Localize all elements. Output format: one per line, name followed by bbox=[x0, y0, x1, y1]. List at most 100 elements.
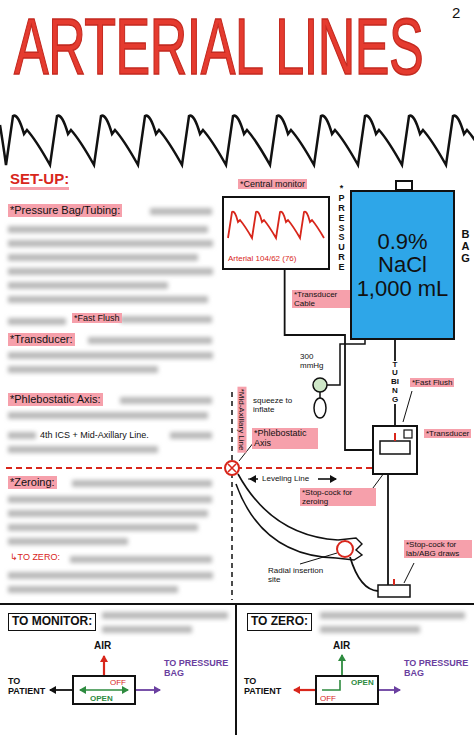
node-text: OPEN bbox=[351, 678, 374, 687]
blurred-text-row bbox=[8, 226, 208, 233]
flow-arrow bbox=[50, 689, 72, 691]
blurred-text-row bbox=[320, 612, 465, 619]
blurred-text-row bbox=[88, 337, 212, 344]
label-text: 4th ICS + Mid-Axillary Line. bbox=[40, 430, 149, 440]
saline-bag: 0.9% NaCl 1,000 mL bbox=[350, 190, 455, 340]
arterial-waveform bbox=[0, 116, 474, 165]
blurred-text-row bbox=[102, 626, 192, 633]
patient-tubing bbox=[387, 475, 389, 585]
patient-tubing bbox=[350, 557, 378, 591]
node-text: OFF bbox=[110, 678, 126, 687]
label-text: *Stop-cock for zeroing bbox=[300, 488, 376, 506]
edge-label: TUBING bbox=[391, 361, 399, 405]
fast-flush-tab bbox=[404, 430, 412, 438]
blurred-text-row bbox=[120, 316, 212, 323]
drawing-part bbox=[300, 553, 337, 564]
blurred-text-row bbox=[8, 496, 212, 503]
label-text: ↳TO ZERO: bbox=[10, 552, 60, 562]
insertion-site-marker bbox=[337, 541, 353, 557]
stopcock-handle bbox=[393, 579, 395, 585]
node-text: Arterial 104/62 (76) bbox=[228, 254, 324, 263]
label-text: SET-UP: bbox=[10, 170, 69, 190]
drawing-part bbox=[404, 563, 414, 583]
stopcock-box: OPEN OFF bbox=[315, 675, 379, 705]
label-text: BAG bbox=[460, 228, 471, 264]
blurred-text-row bbox=[8, 524, 198, 531]
blurred-text-row bbox=[102, 612, 228, 619]
blurred-text-row bbox=[120, 397, 212, 404]
label-text: *Phlebostatic Axis bbox=[252, 428, 318, 449]
blurred-text-row bbox=[8, 268, 213, 275]
node-text: TO MONITOR: bbox=[8, 613, 96, 631]
leveling-line bbox=[6, 467, 372, 469]
label-text: Radial insertion site bbox=[268, 566, 332, 584]
label-text: squeeze to inflate bbox=[253, 396, 307, 414]
label-text: 300 mmHg bbox=[300, 352, 334, 370]
label-text: TO PRESSURE BAG bbox=[404, 658, 470, 679]
drawing-part bbox=[403, 391, 412, 422]
label-text: 2 bbox=[452, 4, 460, 21]
bulb-tube bbox=[327, 340, 365, 385]
label-text: *Pressure Bag/Tubing: bbox=[8, 204, 122, 217]
blurred-text-row bbox=[8, 510, 208, 517]
zeroing-stopcock bbox=[380, 441, 410, 454]
blurred-text-row bbox=[8, 318, 66, 325]
label-text: AIR bbox=[333, 640, 350, 652]
leader-lines bbox=[239, 300, 414, 583]
bulb-neck bbox=[319, 392, 321, 398]
label-text: TO PATIENT bbox=[8, 676, 50, 697]
node-text: *Central monitor bbox=[238, 179, 307, 189]
phlebostatic-cross bbox=[228, 464, 236, 472]
blurred-text-row bbox=[8, 538, 128, 545]
blurred-text bbox=[8, 208, 465, 633]
stopcock-box: OFF OPEN bbox=[72, 675, 136, 705]
phlebostatic-marker bbox=[225, 461, 239, 475]
label-text: *Phlebostatic Axis: bbox=[8, 393, 103, 406]
label-text: *Fast Flush bbox=[72, 313, 122, 323]
monitor-screen: *Central monitorArterial 104/62 (76) bbox=[222, 196, 330, 270]
node-text: *Transducer bbox=[424, 429, 471, 438]
label-text: *Zeroing: bbox=[8, 476, 57, 489]
blurred-text-row bbox=[8, 282, 168, 289]
blurred-text-row bbox=[8, 240, 213, 247]
open-path-arrow bbox=[80, 689, 128, 691]
lab-stopcock bbox=[378, 585, 410, 597]
label-text: *Fast Flush bbox=[410, 378, 454, 387]
off-handle bbox=[103, 656, 105, 675]
flow-arrow bbox=[136, 689, 160, 691]
blurred-text-row bbox=[8, 254, 198, 261]
bag-hanger bbox=[396, 181, 412, 190]
node-text: TO ZERO: bbox=[247, 613, 312, 631]
label-text: *Stop-cock for lab/ABG draws bbox=[404, 540, 472, 558]
monitor-panel: TO MONITOR: OFF OPEN bbox=[0, 603, 237, 735]
off-handle bbox=[294, 689, 315, 691]
rotated-label: *Mid-Axillary Line bbox=[237, 387, 246, 453]
monitor-waveform bbox=[228, 212, 324, 238]
blurred-text-row bbox=[170, 432, 212, 439]
leveling-arrow bbox=[250, 478, 258, 479]
hand-outline bbox=[336, 538, 362, 560]
inflation-bulb bbox=[314, 398, 326, 418]
zero-panel: TO ZERO: OPEN OFF bbox=[237, 603, 474, 735]
transducer-box: *Transducer bbox=[372, 425, 418, 475]
stopcock-handle bbox=[394, 433, 396, 441]
mid-axillary-line bbox=[231, 392, 233, 600]
open-path-arrow bbox=[341, 655, 343, 675]
label-text: Leveling Line bbox=[262, 474, 309, 483]
leveling-arrow bbox=[318, 478, 336, 479]
flow-arrow bbox=[379, 689, 400, 691]
blurred-text-row bbox=[150, 208, 212, 215]
blurred-text-row bbox=[8, 412, 208, 419]
open-path bbox=[322, 680, 340, 690]
label-text: *Transducer: bbox=[8, 333, 75, 346]
label-text: *PRESSURE bbox=[337, 184, 346, 273]
node-text: OPEN bbox=[90, 694, 113, 703]
blurred-text-row bbox=[8, 572, 213, 579]
blurred-text-row bbox=[8, 366, 158, 373]
blurred-text-row bbox=[70, 556, 212, 563]
bag-label: 0.9% NaCl 1,000 mL bbox=[356, 230, 449, 299]
label-text: TO PATIENT bbox=[244, 676, 286, 697]
pressure-gauge bbox=[313, 378, 327, 392]
node-text: OFF bbox=[320, 694, 336, 703]
